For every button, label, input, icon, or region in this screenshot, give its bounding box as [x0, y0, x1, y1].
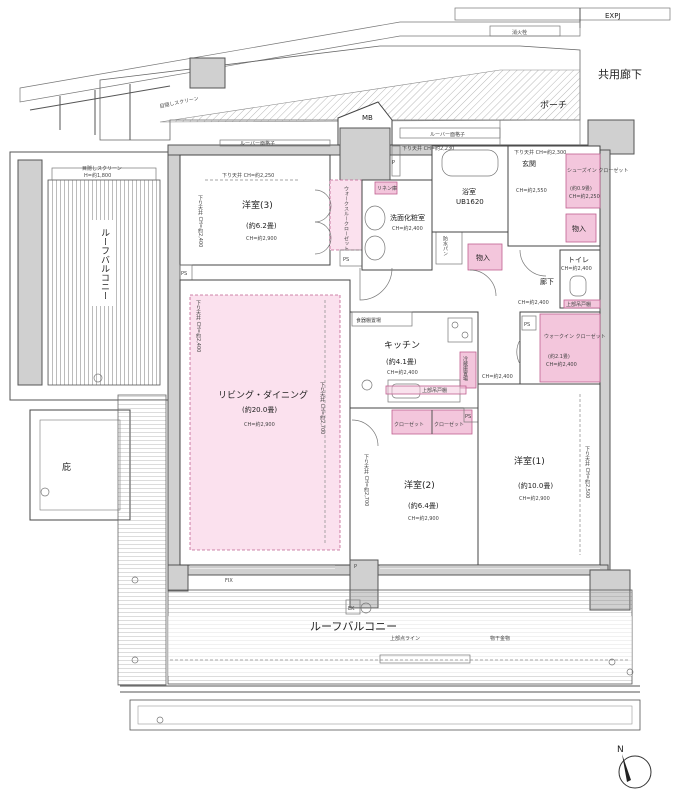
wic-hall-ch: CH=約2,400	[482, 373, 513, 380]
ldk-side-note: 下り天井 CH=約2,400	[195, 300, 201, 352]
west-roof-balcony-label: ルーフバルコニー	[99, 228, 110, 300]
bed2-size: (約6.4畳)	[408, 501, 439, 510]
bath-name: 浴室	[462, 187, 476, 196]
ldk: リビング・ダイニング (約20.0畳) CH=約2,900 下り天井 CH=約2…	[179, 279, 351, 566]
common-corridor-label: 共用廊下	[598, 67, 642, 81]
ldk-name: リビング・ダイニング	[218, 389, 308, 401]
ps-label: PS	[343, 257, 349, 263]
bedroom-3: 下り天井 CH=約2,250 洋室(3) (約6.2畳) CH=約2,900 下…	[179, 154, 363, 282]
bed2-ch: CH=約2,900	[408, 515, 439, 522]
linen-label: リネン庫	[377, 185, 397, 192]
kitchen-shelf: 上部吊戸棚	[422, 387, 447, 394]
toilet-ch: CH=約2,400	[561, 265, 592, 272]
louver-mid-label: ルーバー面格子	[430, 131, 465, 138]
south-roof-balcony: ルーフバルコニー 上部点ライン 物干金物	[120, 589, 641, 731]
south-roof-balcony-label: ルーフバルコニー	[310, 620, 397, 633]
p-label-2: P	[354, 564, 357, 570]
toilet-name: トイレ	[568, 256, 589, 264]
wash-name: 洗面化粧室	[390, 213, 425, 222]
wash-ch: CH=約2,400	[392, 225, 423, 232]
bed2-side-note: 下り天井 CH=約2,700	[363, 454, 369, 506]
eave-label: 庇	[62, 461, 71, 473]
exp-label: EXPJ	[605, 12, 621, 20]
ldk-size: (約20.0畳)	[242, 405, 277, 414]
toilet-shelf: 上部吊戸棚	[566, 301, 591, 308]
ldk-ch: CH=約2,900	[244, 421, 275, 428]
shoes-name: シューズイン クローゼット	[567, 167, 628, 174]
bed2-closet-b: クローゼット	[434, 421, 464, 428]
wic-size: (約2.1畳)	[548, 353, 570, 360]
louver-top-label: ルーバー面格子	[240, 140, 275, 147]
wic-name: ウォークイン クローゼット	[544, 333, 606, 340]
bathroom: 下り天井 CH=約2,230 浴室 UB1620	[402, 145, 509, 233]
mb-label: MB	[362, 114, 373, 122]
bed2-closet-a: クローゼット	[394, 421, 424, 428]
bed1-size: (約10.0畳)	[518, 481, 553, 490]
ps-label-3: PS	[524, 322, 530, 328]
bed3-size: (約6.2畳)	[246, 221, 277, 230]
bedroom-2: クローゼット クローゼット 洋室(2) (約6.4畳) CH=約2,900 下り…	[349, 407, 479, 566]
fix-label: FIX	[225, 578, 233, 584]
wash-room: リネン庫 洗面化粧室 CH=約2,400 防水パン P	[361, 145, 463, 271]
entry-ch: CH=約2,550	[516, 187, 547, 194]
west-roof-balcony: 目隠しスクリーン H=約1,800 ルーフバルコニー 庇	[9, 151, 171, 686]
entry-name: 玄関	[522, 159, 536, 168]
bath-unit: UB1620	[456, 198, 484, 206]
shoes-ch: CH=約2,250	[569, 193, 600, 200]
bed1-name: 洋室(1)	[514, 455, 545, 467]
entrance: 下り天井 CH=約2,300 玄関 CH=約2,550 シューズイン クローゼッ…	[507, 145, 628, 247]
kitchen: 食器棚置場 キッチン (約4.1畳) CH=約2,400 冷蔵庫置場 上部吊戸棚	[349, 311, 479, 409]
kitchen-name: キッチン	[384, 340, 420, 351]
bed3-side-note: 下り天井 CH=約2,400	[197, 195, 203, 247]
porch-label: ポーチ	[540, 100, 567, 111]
ldk-beam-note: 下り天井 CH=約2,700	[319, 382, 325, 434]
bed2-name: 洋室(2)	[404, 479, 435, 491]
ps-label-2: PS	[181, 271, 187, 277]
rail-label: 物干金物	[490, 635, 510, 642]
bath-ceiling: 下り天井 CH=約2,230	[402, 145, 454, 152]
kitchen-fridge: 冷蔵庫置場	[462, 355, 468, 382]
bedroom-1: 洋室(1) (約10.0畳) CH=約2,900 下り天井 CH=約2,500	[477, 383, 601, 566]
screen-label: 目隠しスクリーン	[159, 95, 199, 110]
bed3-ch: CH=約2,900	[246, 235, 277, 242]
left-screen-height: H=約1,800	[84, 172, 111, 179]
kitchen-size: (約4.1畳)	[386, 357, 417, 366]
storage-1: 物入	[572, 224, 586, 233]
shoes-size: (約0.9畳)	[570, 185, 592, 192]
bed3-ceiling-note: 下り天井 CH=約2,250	[222, 172, 274, 179]
kitchen-ch: CH=約2,400	[387, 369, 418, 376]
storage-2: 物入	[476, 253, 490, 262]
fire-hydrant-label: 消火栓	[512, 29, 527, 36]
top-line-label: 上部点ライン	[390, 635, 420, 642]
hall-name: 廊下	[540, 277, 554, 286]
hall-area: 物入 トイレ CH=約2,400 上部吊戸棚 廊下 CH=約2,400	[359, 243, 601, 309]
left-screen-label: 目隠しスクリーン	[82, 165, 122, 172]
north-compass-icon: N	[617, 745, 652, 789]
entry-ceiling: 下り天井 CH=約2,300	[514, 149, 566, 156]
bed1-ch: CH=約2,900	[519, 495, 550, 502]
walk-in-closet: ウォークイン クローゼット (約2.1畳) CH=約2,400 CH=約2,40…	[482, 311, 606, 385]
wic-ch: CH=約2,400	[546, 361, 577, 368]
bed1-side-note: 下り天井 CH=約2,500	[584, 446, 590, 498]
p-label: P	[392, 160, 395, 166]
bed3-name: 洋室(3)	[242, 199, 273, 211]
dish-label: 食器棚置場	[356, 317, 381, 324]
ps-label-4: PS	[465, 414, 471, 420]
bed3-closet-label: ウォークスルークローゼット	[343, 185, 349, 251]
compass-label: N	[617, 745, 624, 755]
hall-ch: CH=約2,400	[518, 299, 549, 306]
mb-block: MB ルーバー面格子 ルーバー面格子	[219, 101, 581, 183]
pan-label: 防水パン	[442, 235, 448, 256]
